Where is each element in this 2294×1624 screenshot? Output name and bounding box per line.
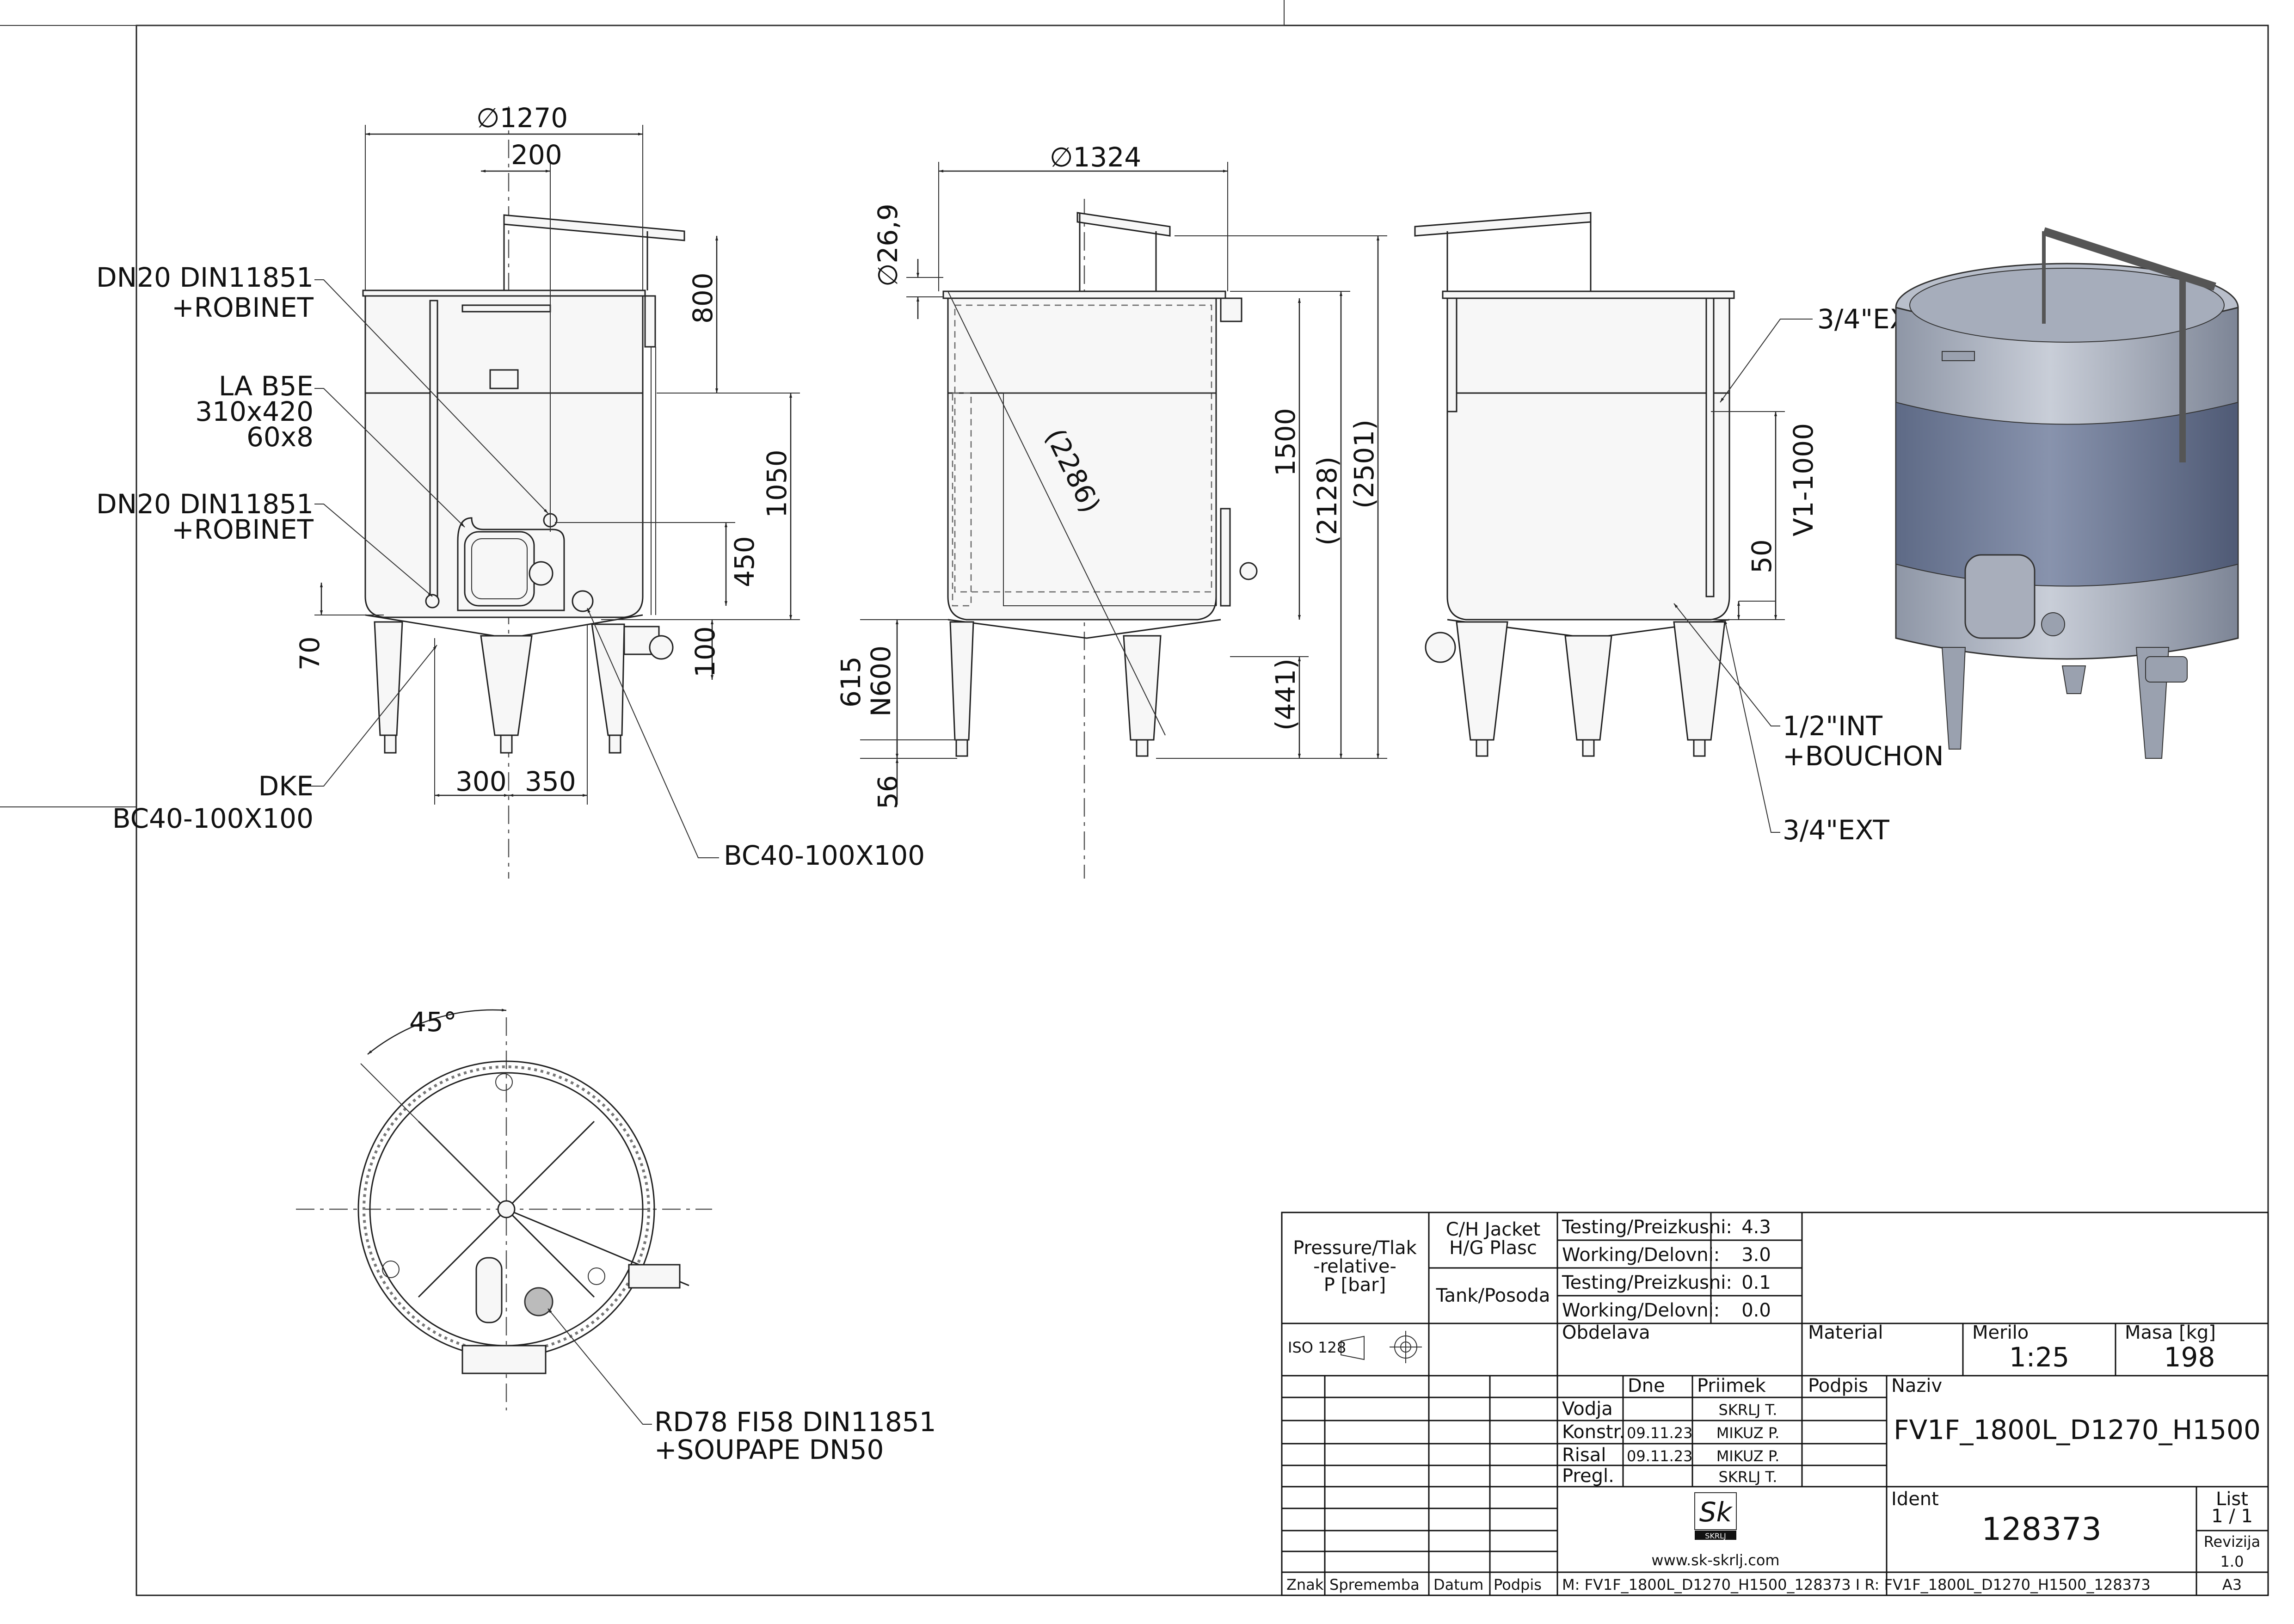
dim-441: (441) [1270, 658, 1301, 731]
label-la-line1: LA B5E [219, 370, 314, 402]
label-ext-bottom: 3/4"EXT [1783, 814, 1889, 846]
isometric-view [1895, 227, 2239, 759]
dim-300: 300 [455, 766, 507, 797]
masa-label: Masa [kg] [2125, 1322, 2216, 1343]
role-vodja: Vodja [1562, 1398, 1613, 1420]
revision-label: Revizija [2204, 1533, 2261, 1550]
pressure-row-4-label: Working/Delovni: [1562, 1300, 1720, 1321]
tank-label: Tank/Posoda [1436, 1285, 1550, 1306]
ident-label: Ident [1891, 1489, 1939, 1510]
footer-sprememba: Sprememba [1329, 1576, 1420, 1593]
date-risal: 09.11.23 [1627, 1447, 1693, 1465]
section-view: ∅1324 ∅26,9 (2286) 1500 (2128) (2501) (4… [835, 141, 1387, 879]
label-rd78-line1: RD78 FI58 DIN11851 [654, 1406, 936, 1438]
dim-v1-1000: V1-1000 [1788, 423, 1819, 536]
iso-label: ISO 128 [1288, 1339, 1346, 1356]
pressure-row-3-label: Testing/Preizkusni: [1562, 1272, 1732, 1293]
dim-70: 70 [294, 636, 326, 671]
label-dn20-top-line1: DN20 DIN11851 [96, 262, 314, 293]
pressure-row-3-value: 0.1 [1741, 1272, 1771, 1293]
pressure-row-2-label: Working/Delovni: [1562, 1244, 1720, 1266]
header-priimek: Priimek [1697, 1375, 1766, 1396]
role-pregl: Pregl. [1562, 1465, 1614, 1487]
jacket-label-line2: H/G Plasc [1449, 1237, 1537, 1259]
header-dne: Dne [1628, 1375, 1665, 1396]
sheet-frame [0, 0, 2269, 1596]
footer-datum: Datum [1433, 1576, 1483, 1593]
dim-2128: (2128) [1311, 456, 1343, 546]
name-konstr: MIKUZ P. [1716, 1424, 1780, 1442]
pressure-row-1-value: 4.3 [1741, 1217, 1771, 1238]
name-pregl: SKRLJ T. [1719, 1468, 1777, 1486]
dim-350: 350 [525, 766, 576, 797]
title-block: Sk SKRLJ Pressure/Tlak -relative- P [bar… [1281, 1212, 2269, 1596]
header-podpis: Podpis [1808, 1375, 1868, 1396]
dim-450: 450 [729, 536, 760, 587]
company-website: www.sk-skrlj.com [1651, 1551, 1779, 1569]
label-la-line3: 60x8 [246, 421, 314, 453]
list-value: 1 / 1 [2211, 1506, 2253, 1527]
front-diameter-dim: ∅1270 [476, 102, 568, 134]
label-dn20-top-line2: +ROBINET [172, 292, 314, 323]
merilo-label: Merilo [1972, 1322, 2029, 1343]
obdelava-label: Obdelava [1562, 1322, 1650, 1343]
label-la-line2: 310x420 [195, 396, 314, 427]
label-int-line2: +BOUCHON [1783, 740, 1944, 772]
front-view: ∅1270 200 800 1050 450 100 70 300 350 DN… [96, 102, 925, 879]
side-view: 3/4"EXT V1-1000 50 1/2"INT +BOUCHON 3/4"… [1414, 212, 1944, 846]
paper-format: A3 [2222, 1576, 2242, 1593]
dim-56: 56 [872, 775, 904, 809]
dim-200: 200 [511, 139, 562, 171]
label-bc40: BC40-100X100 [724, 840, 925, 871]
role-konstr: Konstr. [1562, 1421, 1625, 1443]
masa-value: 198 [2164, 1341, 2215, 1373]
date-konstr: 09.11.23 [1627, 1424, 1693, 1442]
footer-podpis: Podpis [1494, 1576, 1542, 1593]
dim-100: 100 [689, 626, 721, 677]
pressure-row-2-value: 3.0 [1741, 1244, 1771, 1266]
angle-45: 45° [409, 1006, 457, 1038]
pressure-label-line3: P [bar] [1324, 1274, 1386, 1296]
merilo-value: 1:25 [2009, 1341, 2069, 1373]
label-dke-line2: BC40-100X100 [112, 803, 314, 834]
label-dke-line1: DKE [258, 770, 314, 802]
footer-znak: Znak [1286, 1576, 1324, 1593]
model-reference: M: FV1F_1800L_D1270_H1500_128373 I R: FV… [1562, 1576, 2151, 1593]
dim-615: 615 [835, 656, 867, 707]
pressure-label-line2: -relative- [1313, 1256, 1396, 1277]
section-diameter-dim: ∅1324 [1050, 141, 1141, 173]
dim-n600: N600 [865, 646, 897, 717]
pressure-row-4-value: 0.0 [1741, 1300, 1771, 1321]
dim-2501: (2501) [1348, 419, 1380, 509]
company-logo-text: SKRLJ [1705, 1532, 1726, 1540]
pressure-label-line1: Pressure/Tlak [1293, 1237, 1417, 1259]
revision-value: 1.0 [2220, 1553, 2244, 1570]
label-dn20-mid-line1: DN20 DIN11851 [96, 488, 314, 520]
jacket-label-line1: C/H Jacket [1446, 1219, 1541, 1240]
dim-50: 50 [1746, 539, 1777, 573]
dim-1500: 1500 [1270, 408, 1301, 476]
company-logo-mark: Sk [1699, 1496, 1733, 1528]
dim-800: 800 [687, 272, 719, 324]
name-risal: MIKUZ P. [1716, 1447, 1780, 1465]
list-label: List [2216, 1489, 2248, 1510]
ident-value: 128373 [1981, 1511, 2102, 1548]
naziv-label: Naziv [1891, 1375, 1942, 1396]
role-risal: Risal [1562, 1445, 1606, 1466]
naziv-value: FV1F_1800L_D1270_H1500 [1894, 1414, 2261, 1446]
label-int-line1: 1/2"INT [1783, 710, 1883, 742]
top-view: 45° RD78 FI58 DIN11851 +SOUPAPE DN50 [296, 1006, 936, 1465]
material-label: Material [1808, 1322, 1883, 1343]
label-dn20-mid-line2: +ROBINET [172, 514, 314, 545]
label-rd78-line2: +SOUPAPE DN50 [654, 1434, 884, 1465]
dim-1050: 1050 [761, 449, 793, 518]
pressure-row-1-label: Testing/Preizkusni: [1562, 1217, 1732, 1238]
pipe-diameter-dim: ∅26,9 [872, 203, 904, 287]
name-vodja: SKRLJ T. [1719, 1401, 1777, 1419]
